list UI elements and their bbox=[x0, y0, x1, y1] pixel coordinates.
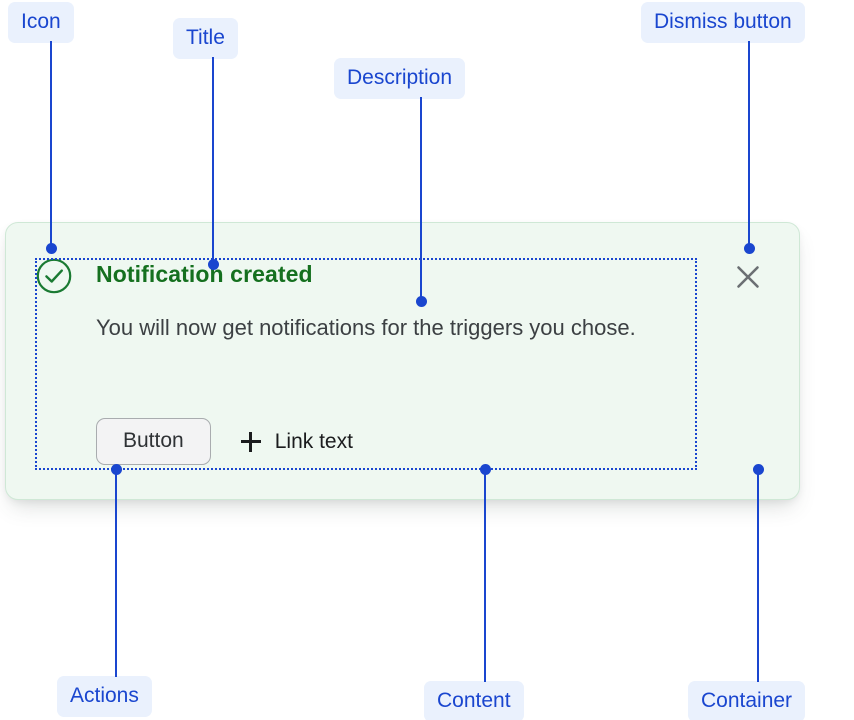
plus-icon bbox=[240, 431, 261, 452]
primary-action-button[interactable]: Button bbox=[96, 418, 211, 465]
connector-dot-container bbox=[753, 464, 764, 475]
check-circle-icon bbox=[35, 257, 73, 295]
annotation-label-description: Description bbox=[334, 58, 466, 99]
dismiss-close-icon[interactable] bbox=[731, 260, 765, 294]
annotation-label-icon: Icon bbox=[8, 2, 74, 43]
connector-line-description bbox=[420, 97, 422, 301]
annotation-label-actions: Actions bbox=[57, 676, 152, 717]
connector-line-container bbox=[757, 470, 759, 682]
connector-line-actions bbox=[115, 470, 117, 677]
add-link-action[interactable]: Link text bbox=[240, 429, 353, 454]
connector-dot-description bbox=[416, 296, 427, 307]
connector-line-content bbox=[484, 470, 486, 682]
connector-dot-icon bbox=[46, 243, 57, 254]
notification-description: You will now get notifications for the t… bbox=[96, 315, 636, 340]
connector-dot-actions bbox=[111, 464, 122, 475]
annotation-label-title: Title bbox=[173, 18, 238, 59]
notification-title: Notification created bbox=[96, 261, 313, 287]
connector-dot-dismiss bbox=[744, 243, 755, 254]
connector-line-dismiss bbox=[748, 41, 750, 250]
annotation-label-container: Container bbox=[688, 681, 806, 720]
annotation-label-content: Content bbox=[424, 681, 524, 720]
connector-dot-title bbox=[208, 259, 219, 270]
connector-line-icon bbox=[50, 41, 52, 248]
link-action-label: Link text bbox=[274, 429, 353, 453]
notification-actions: Button Link text bbox=[96, 418, 353, 465]
annotation-label-dismiss: Dismiss button bbox=[641, 2, 805, 43]
connector-dot-content bbox=[480, 464, 491, 475]
connector-line-title bbox=[212, 57, 214, 264]
